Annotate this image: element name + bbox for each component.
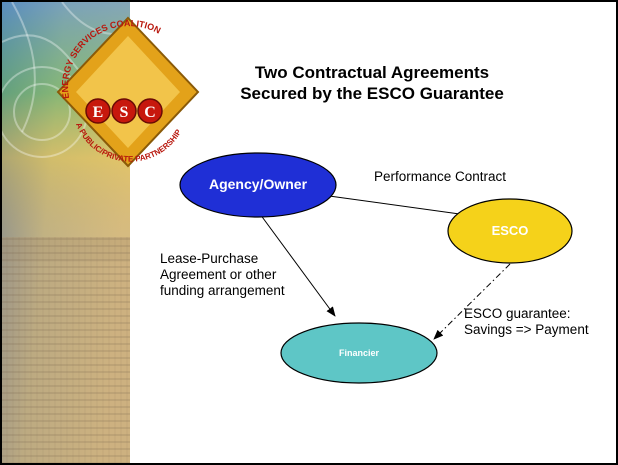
agency-owner-label: Agency/Owner bbox=[208, 176, 308, 192]
logo-letter-c: C bbox=[144, 104, 156, 121]
slide-title: Two Contractual Agreements Secured by th… bbox=[212, 62, 532, 104]
financier-node bbox=[280, 322, 438, 384]
logo-letter-e: E bbox=[93, 104, 104, 121]
performance-contract-arrow bbox=[321, 194, 475, 219]
esc-logo: ENERGY SERVICES COALITION A PUBLIC/PRIVA… bbox=[56, 16, 200, 168]
esco-node bbox=[447, 198, 573, 264]
lease-label-line-2: Agreement or other bbox=[160, 267, 277, 282]
lease-purchase-label: Lease-Purchase Agreement or other fundin… bbox=[160, 251, 285, 299]
logo-letters: E S C bbox=[85, 98, 163, 124]
lease-purchase-arrow bbox=[259, 213, 336, 317]
esco-guarantee-label: ESCO guarantee: Savings => Payment bbox=[464, 306, 589, 338]
agency-owner-node bbox=[179, 152, 337, 218]
esco-label: ESCO bbox=[491, 223, 529, 238]
logo-letter-s: S bbox=[120, 104, 129, 121]
financier-label: Financier bbox=[338, 348, 379, 358]
performance-contract-label: Performance Contract bbox=[374, 169, 507, 184]
guarantee-label-line-1: ESCO guarantee: bbox=[464, 306, 571, 321]
title-line-2: Secured by the ESCO Guarantee bbox=[240, 84, 504, 103]
guarantee-label-line-2: Savings => Payment bbox=[464, 322, 589, 337]
title-line-1: Two Contractual Agreements bbox=[254, 63, 490, 82]
lease-label-line-3: funding arrangement bbox=[160, 283, 285, 298]
esco-guarantee-arrow bbox=[433, 263, 511, 340]
lease-label-line-1: Lease-Purchase bbox=[160, 251, 259, 266]
